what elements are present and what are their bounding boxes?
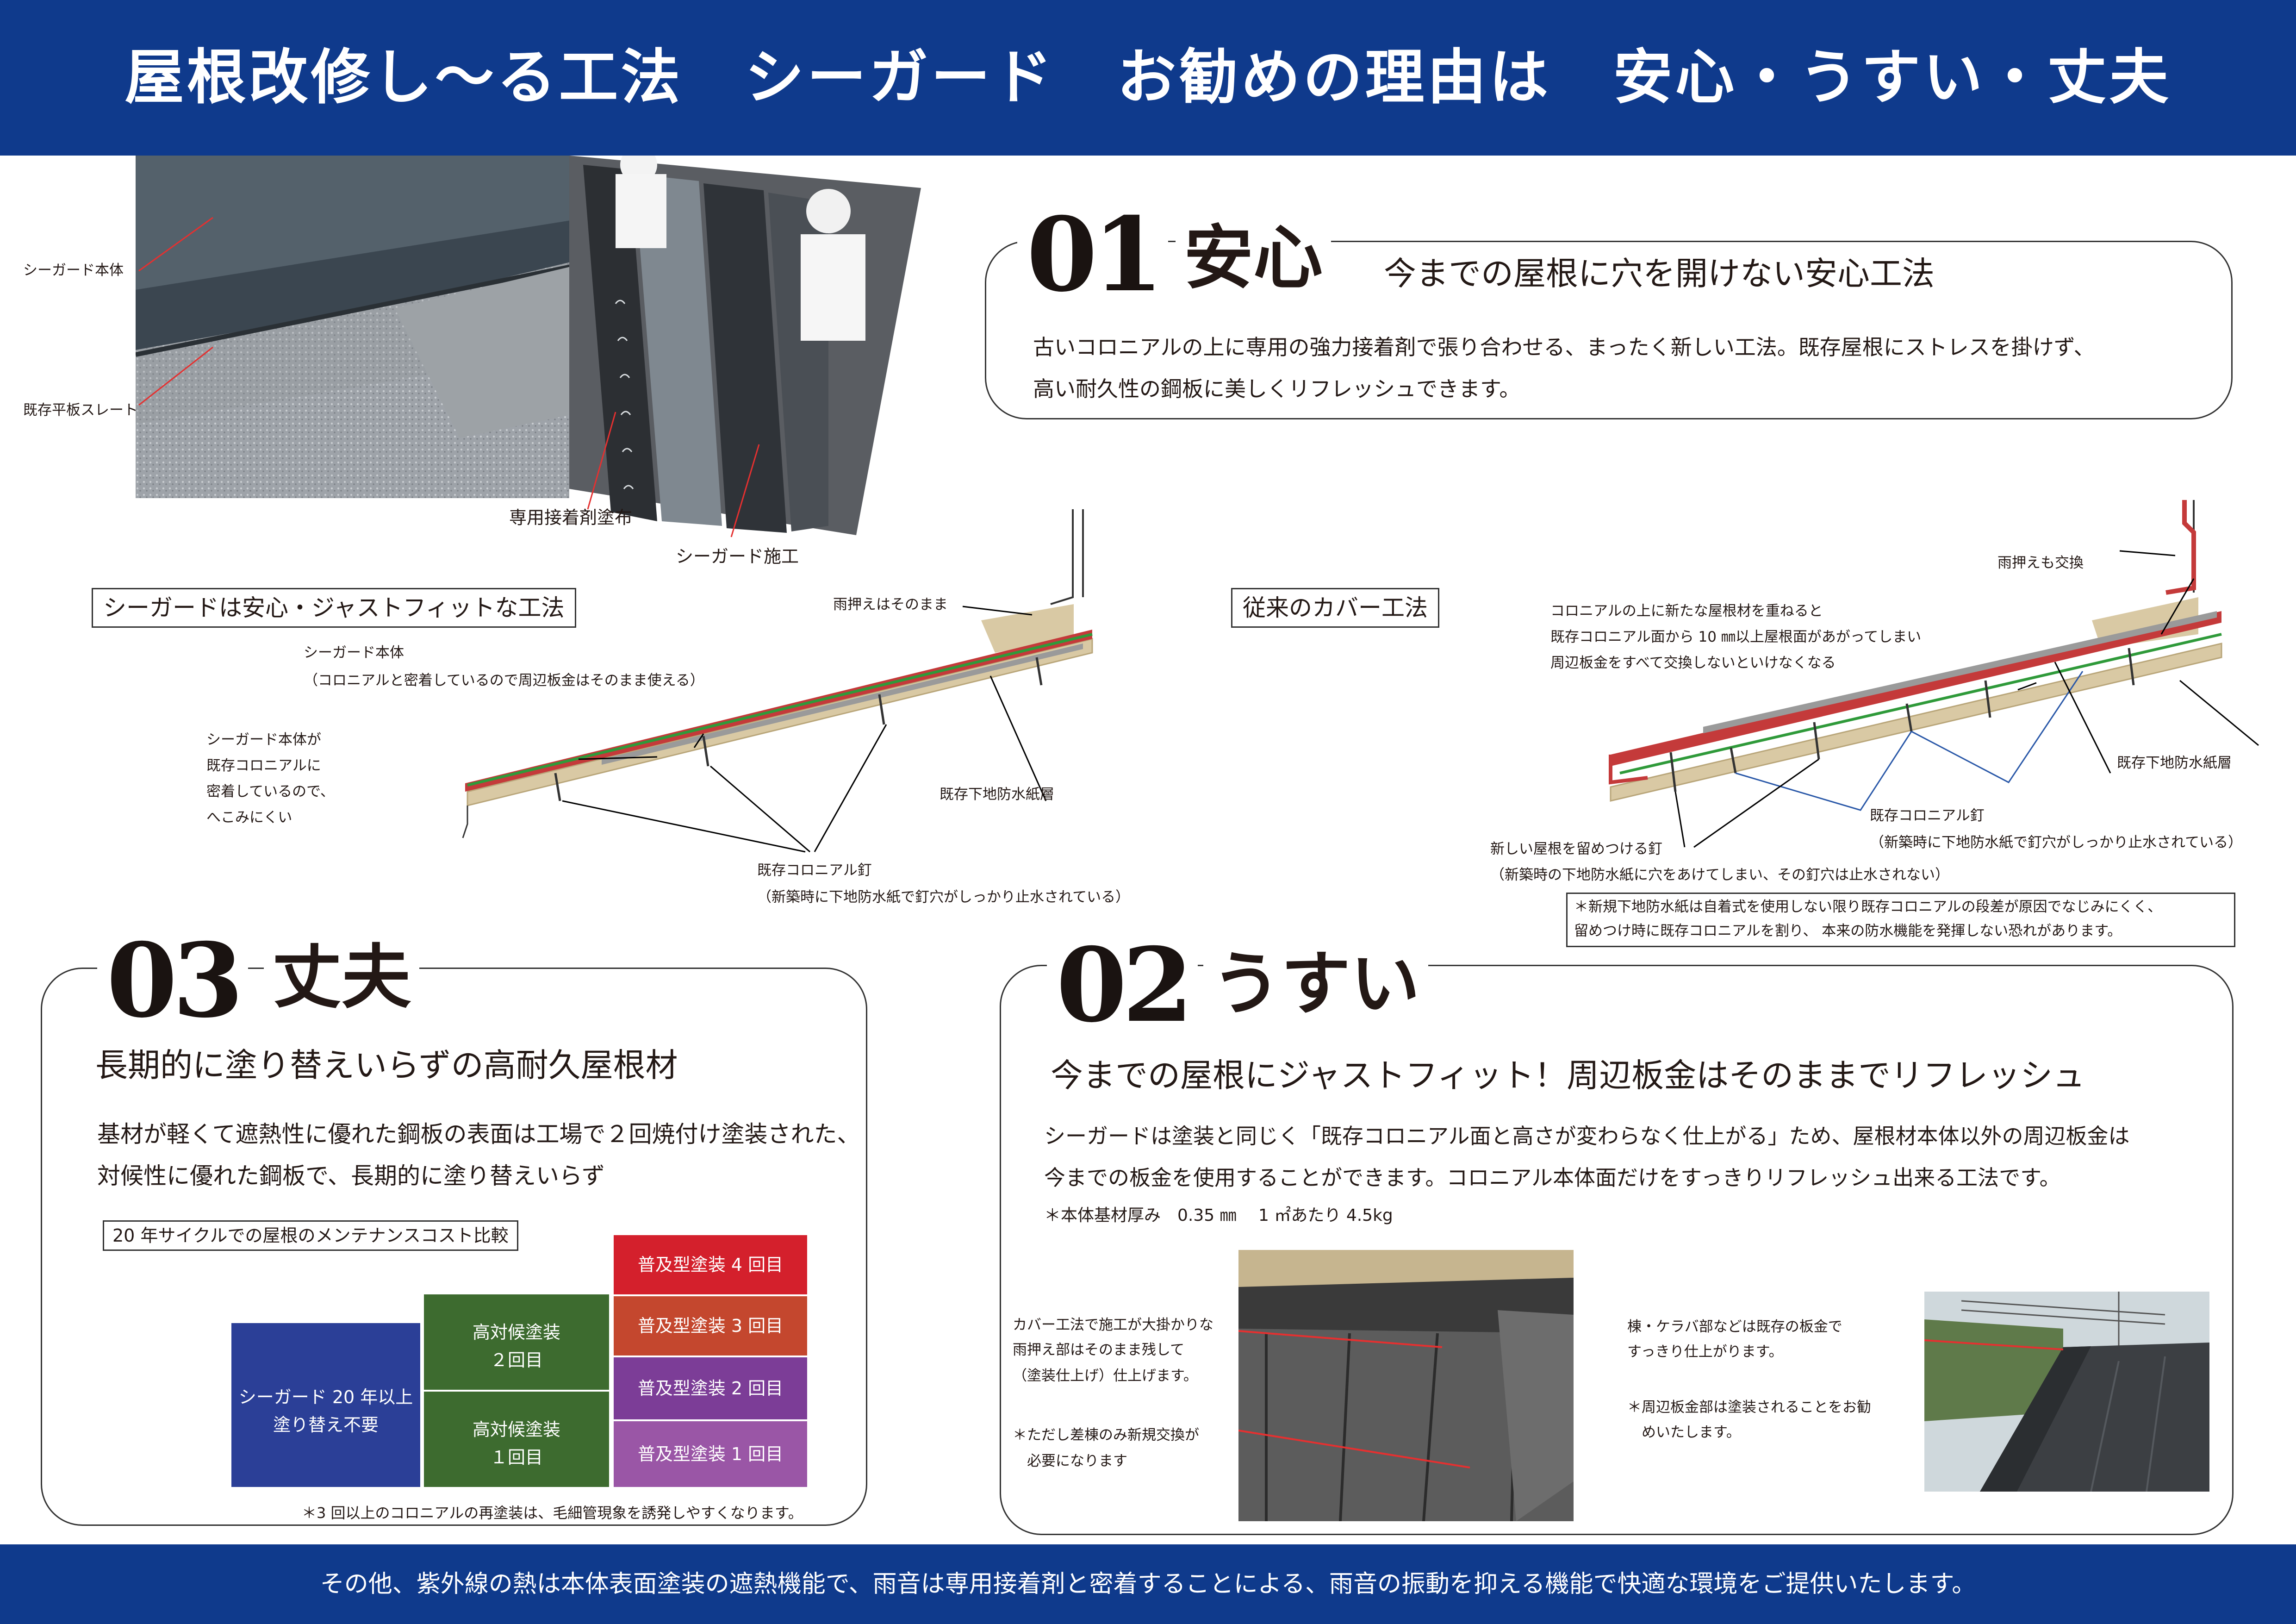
page-title: 屋根改修し〜る工法 シーガード お勧めの理由は 安心・うすい・丈夫 <box>124 43 2172 112</box>
cost-block-hi-1-line-2: １回目 <box>490 1447 543 1468</box>
left-label-adhere-3: 密着しているので、 <box>206 783 335 800</box>
left-label-nail-1: 既存コロニアル釘 <box>757 862 872 879</box>
cost-block-p2: 普及型塗装 2 回目 <box>614 1357 807 1419</box>
cost-block-p3: 普及型塗装 3 回目 <box>614 1296 807 1355</box>
right-label-nail-2: （新築時に下地防水紙で釘穴がしっかり止水されている） <box>1870 834 2243 851</box>
seaguard-cross-section <box>462 509 1093 853</box>
right-label-newnail-1: 新しい屋根を留めつける釘 <box>1490 841 1662 857</box>
cost-block-hi-2: 高対候塗装 ２回目 <box>424 1294 609 1390</box>
footer-text: その他、紫外線の熱は本体表面塗装の遮熱機能で、雨音は専用接着剤と密着することによ… <box>320 1570 1976 1598</box>
section02-text-2: 今までの板金を使用することができます。コロニアル本体面だけをすっきりリフレッシュ… <box>1044 1165 2061 1190</box>
cost-block-p4-label: 普及型塗装 4 回目 <box>637 1255 784 1275</box>
section02-number: 02 <box>1047 934 1198 1036</box>
right-label-underlay: 既存下地防水紙層 <box>2117 755 2232 771</box>
cost-block-hi-2-line-1: 高対候塗装 <box>472 1322 560 1343</box>
right-label-note-1: コロニアルの上に新たな屋根材を重ねると <box>1550 603 1823 619</box>
photo2-caption-1: 棟・ケラバ部などは既存の板金で <box>1627 1318 1842 1335</box>
label-seaguard-install: シーガード施工 <box>676 546 799 567</box>
section01-text-1: 古いコロニアルの上に専用の強力接着剤で張り合わせる、まったく新しい工法。既存屋根… <box>1033 335 2095 360</box>
photo1-caption-3: （塗装仕上げ）仕上げます。 <box>1013 1368 1198 1384</box>
right-label-newnail-2: （新築時の下地防水紙に穴をあけてしまい、その釘穴は止水されない） <box>1490 867 1949 883</box>
cost-block-p1: 普及型塗装 1 回目 <box>614 1421 807 1487</box>
cost-block-p4: 普及型塗装 4 回目 <box>614 1235 807 1294</box>
label-adhesive: 専用接着剤塗布 <box>509 507 633 528</box>
left-label-body-1: シーガード本体 <box>304 644 404 661</box>
diagram-right-title: 従来のカバー工法 <box>1231 588 1439 628</box>
photo1-caption-2: 雨押え部はそのまま残して <box>1013 1342 1185 1358</box>
cost-block-hi-1: 高対候塗装 １回目 <box>424 1392 609 1487</box>
section03-lead: 長期的に塗り替えいらずの高耐久屋根材 <box>95 1046 678 1084</box>
cost-block-seaguard-line-1: シーガード 20 年以上 <box>238 1387 413 1407</box>
section03-text-1: 基材が軽くて遮熱性に優れた鋼板の表面は工場で２回焼付け塗装された、 <box>97 1121 860 1148</box>
slate-closeup-photo <box>136 156 571 498</box>
section02-text-1: シーガードは塗装と同じく「既存コロニアル面と高さが変わらなく仕上がる」ため、屋根… <box>1044 1124 2130 1149</box>
slate-closeup-illustration <box>136 156 571 498</box>
left-label-adhere-4: へこみにくい <box>206 809 292 826</box>
photo2-caption-2: すっきり仕上がります。 <box>1627 1343 1783 1360</box>
ridge-illustration <box>1924 1292 2209 1492</box>
photo-callout-lines <box>138 217 760 537</box>
header-banner: 屋根改修し〜る工法 シーガード お勧めの理由は 安心・うすい・丈夫 <box>0 0 2296 156</box>
right-label-note-3: 周辺板金をすべて交換しないといけなくなる <box>1550 655 1836 671</box>
photo1-caption-1: カバー工法で施工が大掛かりな <box>1013 1317 1213 1333</box>
section01-number: 01 <box>1017 204 1169 306</box>
label-seaguard-body: シーガード本体 <box>23 262 124 279</box>
left-label-rain-guard: 雨押えはそのまま <box>833 596 948 613</box>
section01-text-2: 高い耐久性の鋼板に美しくリフレッシュできます。 <box>1033 376 1521 401</box>
left-label-nail-2: （新築時に下地防水紙で釘穴がしっかり止水されている） <box>757 889 1130 906</box>
cost-block-hi-2-line-2: ２回目 <box>490 1350 543 1370</box>
photo1-caption-4: ＊ただし差棟のみ新規交換が <box>1013 1427 1199 1443</box>
rain-guard-photo <box>1238 1250 1574 1521</box>
right-warning-1: ＊新規下地防水紙は自着式を使用しない限り既存コロニアルの段差が原因でなじみにくく… <box>1574 899 2162 915</box>
photo2-caption-3: ＊周辺板金部は塗装されることをお勧 <box>1627 1399 1871 1416</box>
installation-illustration <box>569 156 921 535</box>
cost-block-seaguard-line-2: 塗り替え不要 <box>273 1415 379 1435</box>
right-label-nail-1: 既存コロニアル釘 <box>1870 807 1985 824</box>
cover-method-cross-section <box>1609 500 2259 848</box>
section03-text-2: 対候性に優れた鋼板で、長期的に塗り替えいらず <box>97 1162 605 1189</box>
cost-block-hi-1-line-1: 高対候塗装 <box>472 1419 560 1440</box>
cost-chart-note: ＊3 回以上のコロニアルの再塗装は、毛細管現象を誘発しやすくなります。 <box>302 1504 803 1522</box>
ridge-photo <box>1924 1292 2209 1492</box>
installation-photo <box>569 156 921 535</box>
section02-word: うすい <box>1203 947 1429 1021</box>
left-label-adhere-2: 既存コロニアルに <box>206 757 321 774</box>
left-label-body-2: （コロニアルと密着しているので周辺板金はそのまま使える） <box>304 672 704 689</box>
rain-guard-illustration <box>1238 1250 1574 1521</box>
photo1-caption-5: 必要になります <box>1013 1453 1127 1469</box>
section02-spec: ＊本体基材厚み 0.35 ㎜ 1 ㎡あたり 4.5kg <box>1044 1206 1393 1225</box>
section02-lead: 今までの屋根にジャストフィット！周辺板金はそのままでリフレッシュ <box>1051 1056 2085 1094</box>
diagram-left-title: シーガードは安心・ジャストフィットな工法 <box>92 588 576 628</box>
footer-banner: その他、紫外線の熱は本体表面塗装の遮熱機能で、雨音は専用接着剤と密着することによ… <box>0 1544 2296 1624</box>
label-existing-slate: 既存平板スレート <box>23 402 138 418</box>
cost-block-seaguard: シーガード 20 年以上 塗り替え不要 <box>231 1323 420 1487</box>
section01-lead: 今までの屋根に穴を開けない安心工法 <box>1384 255 1935 293</box>
left-label-adhere-1: シーガード本体が <box>206 731 321 748</box>
section03-number: 03 <box>97 930 249 1031</box>
cost-block-p3-label: 普及型塗装 3 回目 <box>637 1316 784 1336</box>
section01-word: 安心 <box>1176 221 1332 295</box>
cost-block-p2-label: 普及型塗装 2 回目 <box>637 1378 784 1399</box>
cost-block-p1-label: 普及型塗装 1 回目 <box>637 1444 784 1464</box>
right-label-rain-guard: 雨押えも交換 <box>1997 555 2084 571</box>
section03-word: 丈夫 <box>264 941 420 1015</box>
photo2-caption-4: めいたします。 <box>1627 1424 1741 1441</box>
cost-chart-title: 20 年サイクルでの屋根のメンテナンスコスト比較 <box>103 1220 518 1251</box>
right-label-note-2: 既存コロニアル面から 10 ㎜以上屋根面があがってしまい <box>1550 629 1922 645</box>
right-warning-box: ＊新規下地防水紙は自着式を使用しない限り既存コロニアルの段差が原因でなじみにくく… <box>1566 893 2235 947</box>
right-warning-2: 留めつけ時に既存コロニアルを割り、 本来の防水機能を発揮しない恐れがあります。 <box>1574 923 2122 939</box>
left-label-underlay: 既存下地防水紙層 <box>940 786 1054 803</box>
